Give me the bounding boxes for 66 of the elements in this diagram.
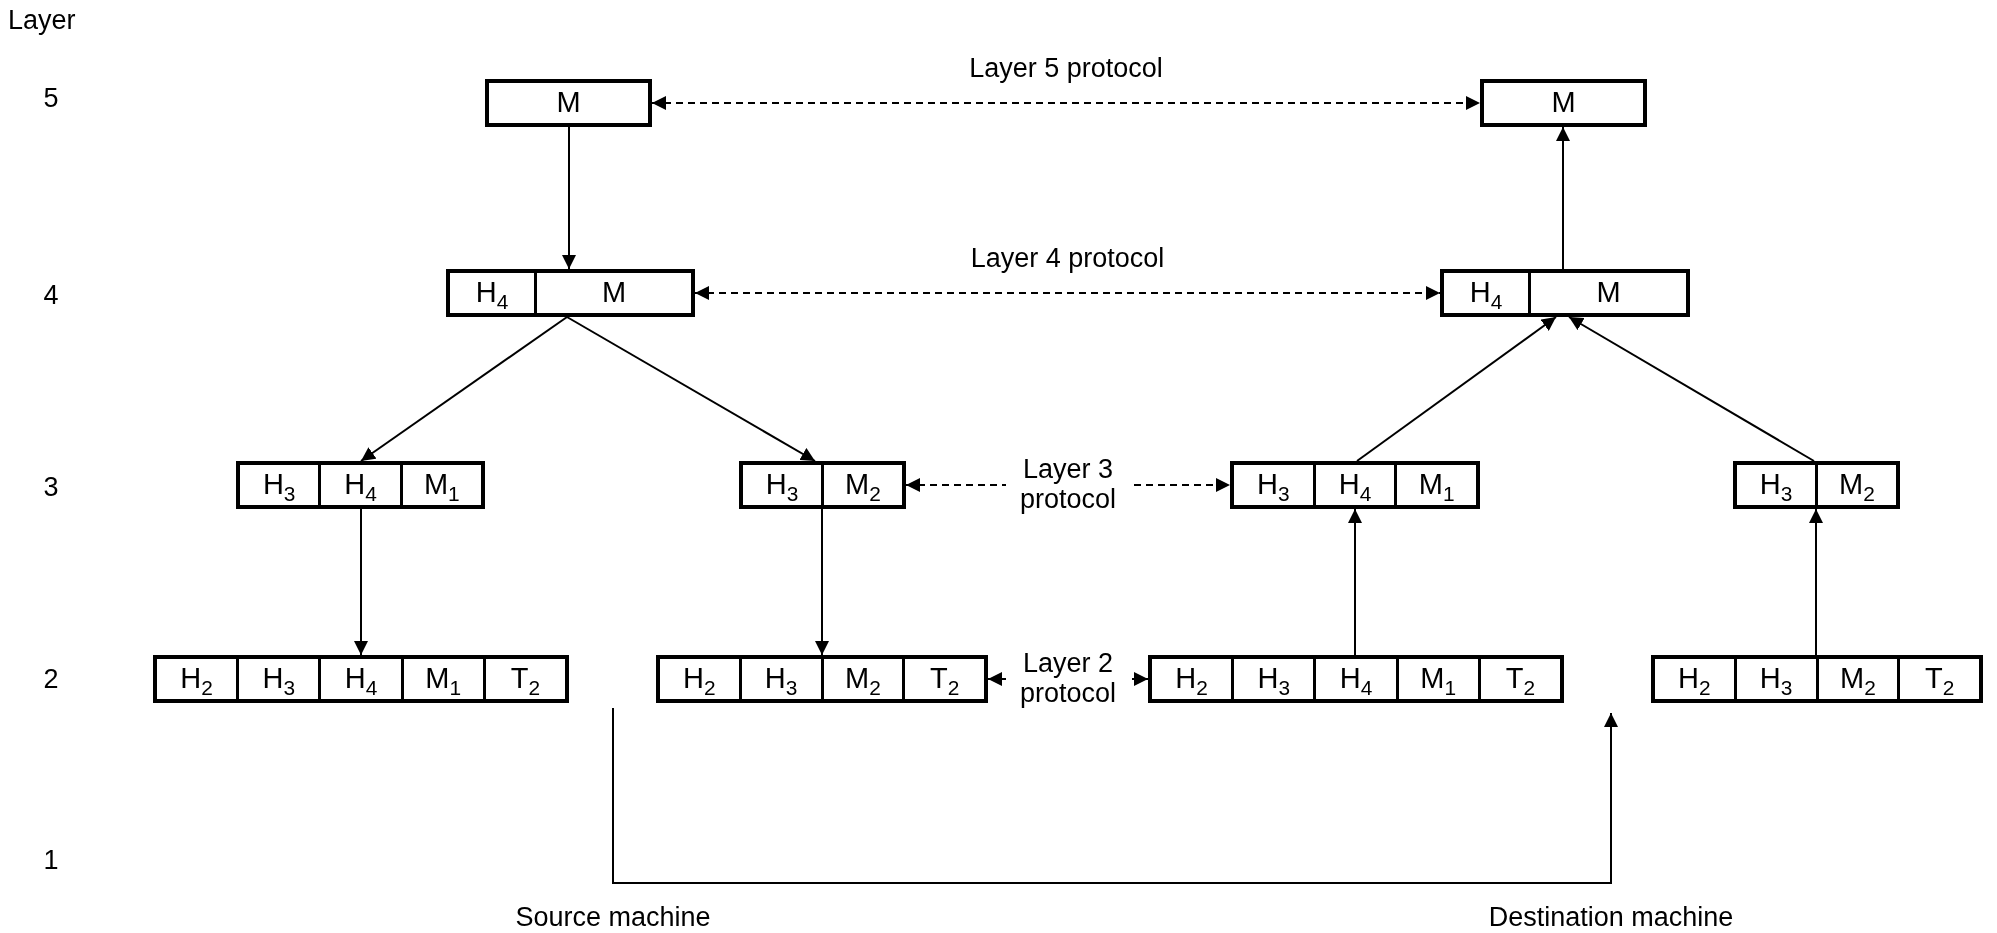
packet-field: H$_{2}$ [157,659,237,699]
arrow [815,508,829,656]
packet-box [1148,655,1564,703]
layer-number: 5 [43,82,59,114]
layer-number: 2 [43,663,59,695]
arrow [1556,126,1570,270]
packet-field: H$_{3}$ [743,465,821,505]
packet-field: T$_{2}$ [1477,659,1560,699]
arrow [1568,316,1815,462]
packet-field: H$_{2}$ [660,659,739,699]
packet-field: H$_{2}$ [1152,659,1232,699]
packet-field: T$_{2}$ [482,659,565,699]
packet-field: M$_{2}$ [821,465,902,505]
packet-box [1651,655,1983,703]
edge-label: Layer 4 protocol [969,244,1166,274]
packet-box [1440,269,1690,317]
packet-field: H$_{3}$ [1733,659,1816,699]
packet-box [446,269,695,317]
machine-label: Destination machine [1488,901,1734,933]
packet-field: H$_{3}$ [1234,465,1313,505]
packet-field: M$_{2}$ [1815,465,1896,505]
protocol-arrow [651,96,1481,110]
packet-field: H$_{3}$ [236,659,319,699]
packet-field: H$_{3}$ [738,659,821,699]
packet-field: T$_{2}$ [1897,659,1979,699]
packet-field: M$_{1}$ [1395,659,1478,699]
arrow [360,316,568,462]
packet-field: H$_{4}$ [450,273,534,313]
edge-label: Layer 5 protocol [968,54,1164,84]
arrow [566,316,816,462]
packet-field: H$_{3}$ [240,465,319,505]
packet-field: T$_{2}$ [902,659,984,699]
packet-field: H$_{4}$ [1444,273,1528,313]
layer-number: 1 [43,844,59,876]
packet-field: H$_{3}$ [1231,659,1314,699]
packet-field: M$_{1}$ [399,465,481,505]
packet-box [739,461,906,509]
arrow [562,126,576,270]
arrow [354,508,368,656]
packet-field: M [1528,273,1686,313]
packet-field: H$_{4}$ [318,659,401,699]
packet-box [236,461,485,509]
axis-title: Layer [8,4,76,36]
arrow [1356,316,1557,462]
packet-field: M [534,273,691,313]
packet-box [153,655,569,703]
packet-field: H$_{4}$ [318,465,400,505]
machine-label: Source machine [515,901,711,933]
message-box: M [485,79,652,127]
packet-field: H$_{4}$ [1312,465,1395,505]
packet-field: M$_{2}$ [820,659,903,699]
arrow [1348,508,1362,656]
arrow [1809,508,1823,656]
layer-number: 4 [43,279,59,311]
packet-box [656,655,988,703]
packet-box [1733,461,1900,509]
layer-number: 3 [43,471,59,503]
packet-field: M$_{1}$ [400,659,483,699]
message-box: M [1480,79,1647,127]
protocol-arrow [694,286,1441,300]
packet-field: M$_{2}$ [1815,659,1898,699]
packet-field: M$_{1}$ [1394,465,1476,505]
packet-field: H$_{3}$ [1737,465,1815,505]
packet-field: H$_{4}$ [1313,659,1396,699]
packet-box [1230,461,1480,509]
packet-field: H$_{2}$ [1655,659,1734,699]
